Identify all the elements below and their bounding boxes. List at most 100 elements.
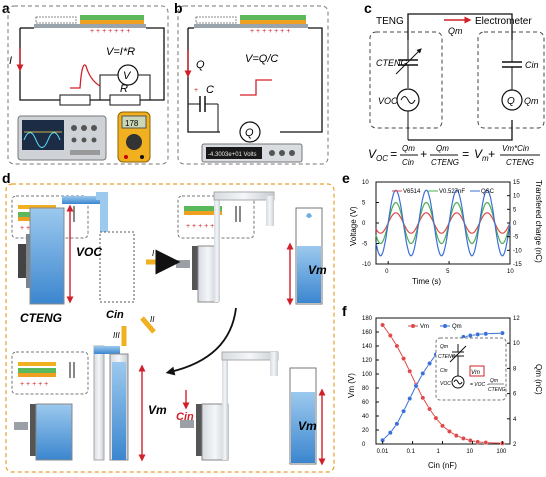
chart-e-legend: V6514 V0.527nF QSC: [392, 189, 495, 195]
svg-text:Cin: Cin: [440, 368, 448, 374]
chart-e-ylabel-left: Voltage (V): [349, 206, 358, 246]
piston-arrow-2: [176, 260, 190, 268]
vm-label-2: Vm: [148, 403, 167, 417]
y-tick-label-f-5: 100: [362, 372, 373, 378]
point-f-0-15: [483, 440, 489, 445]
svg-text:V: V: [368, 147, 377, 161]
point-f-0-14: [475, 439, 481, 445]
resistor-label: R: [120, 83, 128, 95]
point-f-1-7: [427, 360, 432, 366]
teng-base: [34, 24, 146, 28]
panel-letter-e: e: [342, 170, 350, 186]
teng-electrode-top: [35, 16, 77, 24]
panel-c: c TENG Electrometer CTENG VOC Cin Q: [364, 0, 545, 167]
svg-text:CTENG: CTENG: [506, 158, 534, 167]
svg-text:=: =: [390, 147, 397, 161]
y-tick-label-e-2: 0: [362, 221, 366, 227]
point-f-1-2: [394, 421, 400, 427]
teng-title: TENG: [376, 16, 404, 27]
svg-text:m: m: [482, 154, 489, 163]
svg-text:=: =: [462, 147, 469, 161]
x-tick-label-e-2: 10: [507, 269, 514, 275]
point-f-0-11: [453, 433, 459, 438]
wire-right: [140, 27, 165, 101]
cin-label: Cin: [525, 60, 539, 70]
qm-arrow-label: Qm: [448, 26, 463, 36]
cteng-label-d: CTENG: [20, 311, 62, 325]
legend-f-0: Vm: [420, 324, 429, 330]
panel-b: b + + + + + + + + C Q Q V=Q/C -4.3003e+: [174, 0, 329, 165]
resistor-R: [109, 94, 141, 106]
point-f-1-3: [401, 408, 406, 414]
svg-text:VOC: VOC: [440, 381, 451, 387]
svg-text:Vm*Cin: Vm*Cin: [502, 144, 530, 153]
point-f-1-4: [407, 396, 413, 401]
electrometer-display: -4.3003e+01 Volts: [208, 152, 257, 158]
point-f-0-10: [446, 428, 452, 434]
y2-tick-label-e-3: 0: [513, 221, 517, 227]
qm-meter: [501, 89, 523, 111]
series-e-2: [375, 189, 511, 257]
y2-tick-label-e-4: 5: [513, 207, 517, 213]
legend-f-1: Qm: [452, 324, 462, 330]
panel-letter-f: f: [342, 303, 347, 319]
x-tick-label-f-2: 1: [436, 449, 440, 455]
y-tick-label-f-8: 160: [362, 330, 373, 336]
point-f-0-8: [433, 415, 439, 421]
svg-text:= VOC −: = VOC −: [470, 382, 490, 388]
chart-e-ylabel-right: Transfered charge (nC): [534, 180, 543, 263]
svg-text:CTENG: CTENG: [438, 354, 456, 360]
chart-f-ylabel-right: Qm (nC): [534, 364, 543, 395]
x-tick-label-e-0: 0: [385, 269, 389, 275]
panel-letter-b: b: [174, 0, 183, 16]
chart-f-inset: Qm CTENG VOC Cin Vm = VOC − Qm CTENG: [435, 337, 507, 401]
chart-e-xlabel: Time (s): [412, 277, 441, 286]
y-tick-label-f-7: 140: [362, 344, 373, 350]
x-tick-label-f-0: 0.01: [377, 449, 389, 455]
svg-text:+: +: [194, 87, 198, 94]
y-tick-label-e-1: -5: [362, 242, 368, 248]
panel-a: a + + + + + + + R V V=I*R I: [2, 0, 169, 165]
multimeter-icon: 178: [117, 111, 151, 163]
x-tick-label-e-1: 5: [446, 269, 450, 275]
equation-a: V=I*R: [106, 46, 135, 58]
y-tick-label-f-1: 20: [362, 428, 369, 434]
panel-a-frame: [7, 5, 169, 165]
voltmeter-label: V: [123, 70, 132, 82]
vm-label-3: Vm: [298, 419, 317, 433]
stage-2: + + + + + Vm: [176, 191, 327, 306]
y-tick-label-f-0: 0: [362, 442, 366, 448]
y2-tick-label-e-2: -5: [513, 235, 519, 241]
panel-letter-d: d: [2, 170, 11, 186]
svg-text:CTENG: CTENG: [488, 387, 506, 393]
svg-text:Qm: Qm: [440, 344, 448, 350]
svg-text:III: III: [113, 331, 120, 340]
y2-tick-label-f-2: 6: [513, 392, 517, 398]
svg-text:+: +: [488, 147, 495, 161]
y-tick-label-f-9: 180: [362, 316, 373, 322]
svg-text:CTENG: CTENG: [431, 158, 459, 167]
point-f-0-2: [394, 343, 400, 349]
point-f-0-4: [407, 368, 413, 374]
y-tick-label-f-3: 60: [362, 400, 369, 406]
electrometer-title: Electrometer: [475, 16, 532, 27]
point-f-0-13: [467, 438, 473, 443]
legend-e-0: V6514: [403, 189, 421, 195]
teng-box: [369, 31, 443, 129]
wire-left: [19, 28, 60, 101]
panel-d-frame: [5, 183, 335, 473]
qm-meter-symbol: Q: [507, 96, 515, 107]
chart-f-ylabel-left: Vm (V): [347, 373, 356, 398]
y-tick-label-f-4: 80: [362, 386, 369, 392]
point-f-0-7: [427, 406, 432, 412]
series-e-0: [375, 212, 511, 234]
point-f-1-1: [387, 430, 393, 436]
y2-tick-label-f-4: 10: [513, 341, 520, 347]
point-f-1-13: [467, 333, 473, 338]
y-tick-label-f-6: 120: [362, 358, 373, 364]
y2-tick-label-f-1: 4: [513, 417, 517, 423]
